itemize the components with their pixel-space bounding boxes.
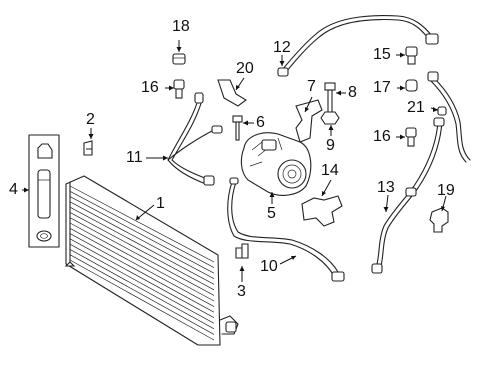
condenser-fin [69, 217, 215, 296]
bracket-part-14 [301, 195, 343, 227]
callout-13: 13 [377, 179, 395, 196]
condenser-fin [69, 190, 215, 268]
hose-part-12 [277, 15, 439, 77]
callout-19: 19 [437, 182, 455, 199]
callout-20: 20 [236, 60, 254, 77]
callout-8: 8 [348, 84, 357, 101]
bolt-part-6 [232, 115, 243, 141]
pressure-switch-part-16-right [405, 127, 417, 147]
callout-16-left: 16 [141, 79, 159, 96]
condenser [64, 175, 239, 346]
condenser-fin [69, 249, 215, 330]
callout-15: 15 [373, 46, 391, 63]
condenser-fin [69, 259, 215, 341]
callout-12: 12 [273, 39, 291, 56]
bracket-part-7 [295, 99, 323, 143]
nut-part-9 [320, 111, 340, 125]
clip-part-19 [429, 207, 449, 233]
condenser-fin [69, 185, 215, 263]
callout-10: 10 [260, 258, 278, 275]
condenser-fins [69, 185, 215, 341]
hose-part-11 [167, 92, 223, 186]
callout-7: 7 [307, 78, 316, 95]
hose-part-13 [371, 117, 445, 274]
callout-6: 6 [256, 114, 265, 131]
callout-14: 14 [321, 162, 339, 179]
callout-17: 17 [373, 79, 391, 96]
condenser-fin [69, 227, 215, 307]
condenser-fin [69, 243, 215, 324]
receiver-drier-kit [28, 134, 60, 248]
callout-5: 5 [267, 205, 276, 222]
callout-4: 4 [9, 181, 18, 198]
callout-3: 3 [237, 283, 246, 300]
pressure-switch-part-18 [172, 53, 186, 65]
condenser-fin [69, 212, 215, 291]
callout-21: 21 [407, 99, 425, 116]
hose-part-10 [227, 177, 345, 282]
condenser-fin [69, 201, 215, 280]
condenser-fin [69, 238, 215, 319]
bracket-part-2 [83, 140, 93, 156]
cap-part-17 [405, 79, 418, 92]
condenser-fin [69, 206, 215, 285]
callout-16-right: 16 [373, 128, 391, 145]
condenser-fin [69, 254, 215, 335]
callout-9: 9 [326, 137, 335, 154]
clip-part-3 [235, 243, 249, 259]
callout-18: 18 [172, 18, 190, 35]
switch-part-15 [405, 46, 418, 65]
condenser-fin [69, 222, 215, 302]
bolt-part-8 [324, 82, 336, 115]
condenser-fin [69, 233, 215, 313]
condenser-fin [69, 196, 215, 274]
leader-lines [22, 40, 447, 282]
hose-part-21 [427, 71, 471, 163]
callout-11: 11 [126, 149, 143, 166]
bracket-part-20 [217, 79, 247, 107]
callout-2: 2 [86, 111, 95, 128]
compressor [240, 132, 312, 196]
pressure-switch-part-16-left [173, 79, 185, 99]
callout-1: 1 [156, 195, 165, 212]
